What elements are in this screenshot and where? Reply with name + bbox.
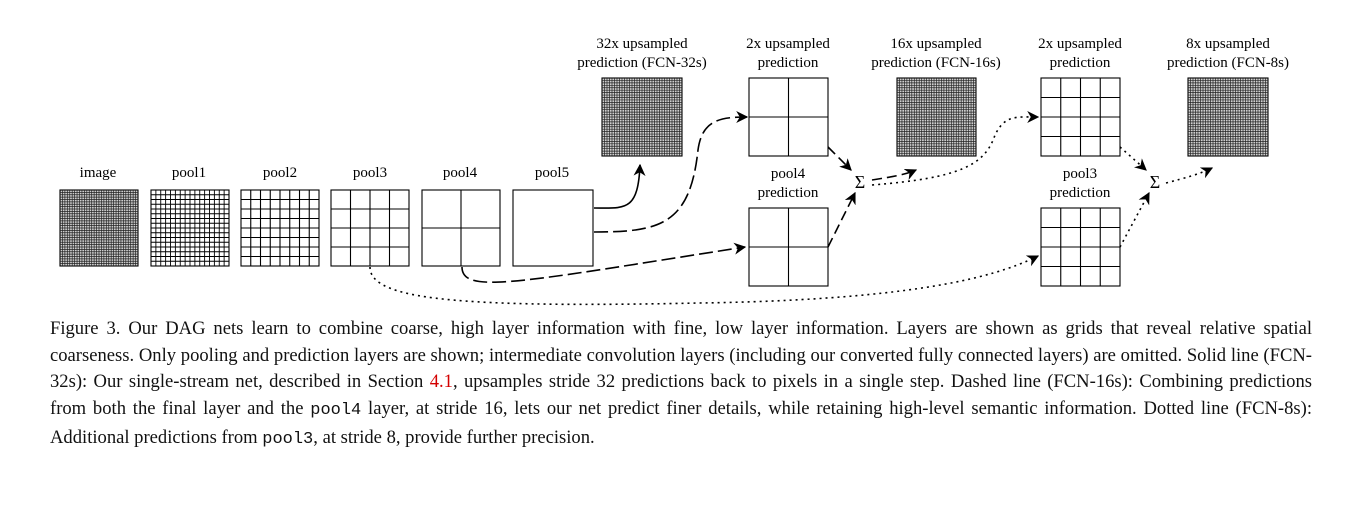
caption-text-2: , upsamples stride 32 predictions back t… — [50, 371, 1313, 420]
grid-lines — [1188, 78, 1268, 156]
up2-b-label-line1: 2x upsampled — [1038, 36, 1122, 52]
grid-lines — [241, 190, 319, 266]
grid-lines — [602, 78, 682, 156]
pool4-layer-grid — [421, 189, 501, 267]
grid-lines — [331, 190, 409, 266]
caption-text-4: , at stride 8, provide further precision… — [313, 426, 595, 448]
up2-a-label-line2: prediction — [758, 55, 819, 71]
dashed-path-pool4pred-to-sum — [827, 191, 856, 248]
pool3-prediction-grid — [1040, 207, 1121, 287]
fcn16s-label-line1: 16x upsampled — [890, 36, 982, 52]
section-reference-link[interactable]: 4.1 — [429, 371, 453, 393]
dotted-path-up2b-to-sum — [1119, 146, 1147, 171]
pool4-pred-label-line1: pool4 — [771, 166, 806, 182]
fcn8s-label-line2: prediction (FCN-8s) — [1167, 55, 1289, 71]
fcn-dag-diagram: image pool1 pool2 pool3 pool4 pool5 32x … — [59, 36, 1289, 306]
fcn32s-label-line2: prediction (FCN-32s) — [577, 55, 707, 71]
image-layer-grid — [59, 189, 139, 267]
fcn16s-label-line2: prediction (FCN-16s) — [871, 55, 1001, 71]
grid-lines — [60, 190, 138, 266]
dotted-path-sum-to-fcn8s — [1165, 167, 1214, 184]
fcn8s-label-line1: 8x upsampled — [1186, 36, 1270, 52]
pool4-pred-label-line2: prediction — [758, 185, 819, 201]
pool2-label: pool2 — [263, 165, 297, 181]
dotted-path-sum-to-up2b — [871, 110, 1040, 186]
fcn32s-label-line1: 32x upsampled — [596, 36, 688, 52]
2x-upsampled-prediction-grid-b — [1040, 77, 1121, 157]
grid-lines — [749, 78, 828, 156]
pool4-prediction-grid — [748, 207, 829, 287]
grid-frame — [512, 189, 594, 267]
pool2-layer-grid — [240, 189, 320, 267]
image-label: image — [80, 165, 117, 181]
pool3-label: pool3 — [353, 165, 387, 181]
caption-text-3: layer, at stride 16, lets our net predic… — [50, 398, 1312, 448]
fcn16s-prediction-grid — [896, 77, 977, 157]
grid-lines — [897, 78, 976, 156]
fcn8s-prediction-grid — [1187, 77, 1269, 157]
pool3-layer-grid — [330, 189, 410, 267]
pool3-pred-label-line1: pool3 — [1063, 166, 1097, 182]
grid-lines — [1041, 208, 1120, 286]
grid-lines — [1041, 78, 1120, 156]
caption-text-1: Figure 3. Our DAG nets learn to combine … — [50, 318, 1312, 393]
grid-lines — [749, 208, 828, 286]
figure-caption: Figure 3. Our DAG nets learn to combine … — [50, 316, 1312, 454]
up2-a-label-line1: 2x upsampled — [746, 36, 830, 52]
code-pool4: pool4 — [310, 401, 362, 421]
pool3-pred-label-line2: prediction — [1050, 185, 1111, 201]
pool5-layer-grid — [512, 189, 594, 267]
up2-b-label-line2: prediction — [1050, 55, 1111, 71]
grid-lines — [151, 190, 229, 266]
grid-lines — [422, 190, 500, 266]
dashed-path-pool5-to-up2 — [593, 111, 749, 233]
pool1-label: pool1 — [172, 165, 206, 181]
dashed-path-up2-to-sum — [827, 146, 852, 171]
fcn32s-prediction-grid — [601, 77, 683, 157]
solid-path-fcn32s — [593, 163, 646, 209]
2x-upsampled-prediction-grid — [748, 77, 829, 157]
code-pool3: pool3 — [262, 429, 314, 449]
pool5-label: pool5 — [535, 165, 569, 181]
dashed-path-sum-to-fcn16s — [871, 169, 918, 181]
dotted-path-pool3pred-to-sum — [1119, 191, 1150, 248]
sum-node-16s: Σ — [855, 172, 865, 192]
pool1-layer-grid — [150, 189, 230, 267]
pool4-label: pool4 — [443, 165, 478, 181]
dashed-path-pool4-to-pred — [461, 242, 747, 283]
dotted-path-pool3-to-pred — [369, 255, 1040, 306]
sum-node-8s: Σ — [1150, 172, 1160, 192]
